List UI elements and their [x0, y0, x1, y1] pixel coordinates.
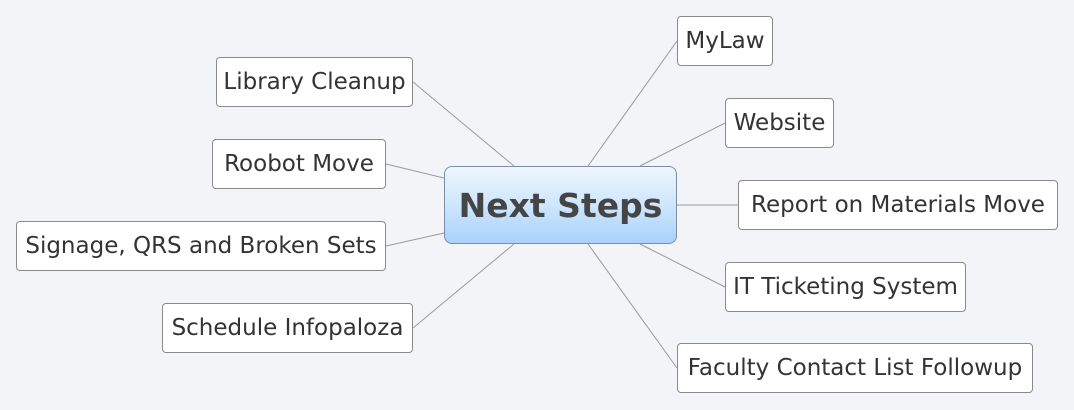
topic-label: Library Cleanup — [223, 68, 406, 95]
topic-label: Signage, QRS and Broken Sets — [25, 232, 377, 259]
topic-label: Faculty Contact List Followup — [687, 354, 1023, 381]
topic-label: Report on Materials Move — [751, 191, 1045, 218]
central-topic-label: Next Steps — [458, 185, 663, 225]
connector-mylaw — [587, 40, 678, 167]
topic-node-it-ticketing-system[interactable]: IT Ticketing System — [725, 262, 966, 312]
topic-node-schedule-infopaloza[interactable]: Schedule Infopaloza — [162, 303, 413, 353]
connector-schedule — [412, 243, 515, 329]
topic-node-faculty-contact-list-followup[interactable]: Faculty Contact List Followup — [677, 343, 1033, 393]
topic-node-signage-qrs-broken-sets[interactable]: Signage, QRS and Broken Sets — [16, 221, 386, 271]
topic-label: Schedule Infopaloza — [171, 314, 404, 341]
connector-signage — [385, 232, 445, 247]
connector-faculty — [587, 243, 678, 369]
connector-library — [412, 81, 515, 167]
topic-node-report-on-materials-move[interactable]: Report on Materials Move — [738, 180, 1058, 230]
topic-label: Roobot Move — [224, 150, 374, 177]
connector-website — [639, 122, 726, 167]
topic-node-roobot-move[interactable]: Roobot Move — [212, 139, 386, 189]
connector-it — [639, 243, 726, 288]
topic-label: Website — [733, 109, 826, 136]
topic-label: IT Ticketing System — [733, 273, 958, 300]
topic-label: MyLaw — [685, 27, 765, 54]
central-topic-node[interactable]: Next Steps — [444, 166, 677, 244]
connector-roobot — [385, 163, 445, 179]
topic-node-library-cleanup[interactable]: Library Cleanup — [216, 57, 413, 107]
topic-node-mylaw[interactable]: MyLaw — [677, 16, 773, 66]
topic-node-website[interactable]: Website — [725, 98, 834, 148]
